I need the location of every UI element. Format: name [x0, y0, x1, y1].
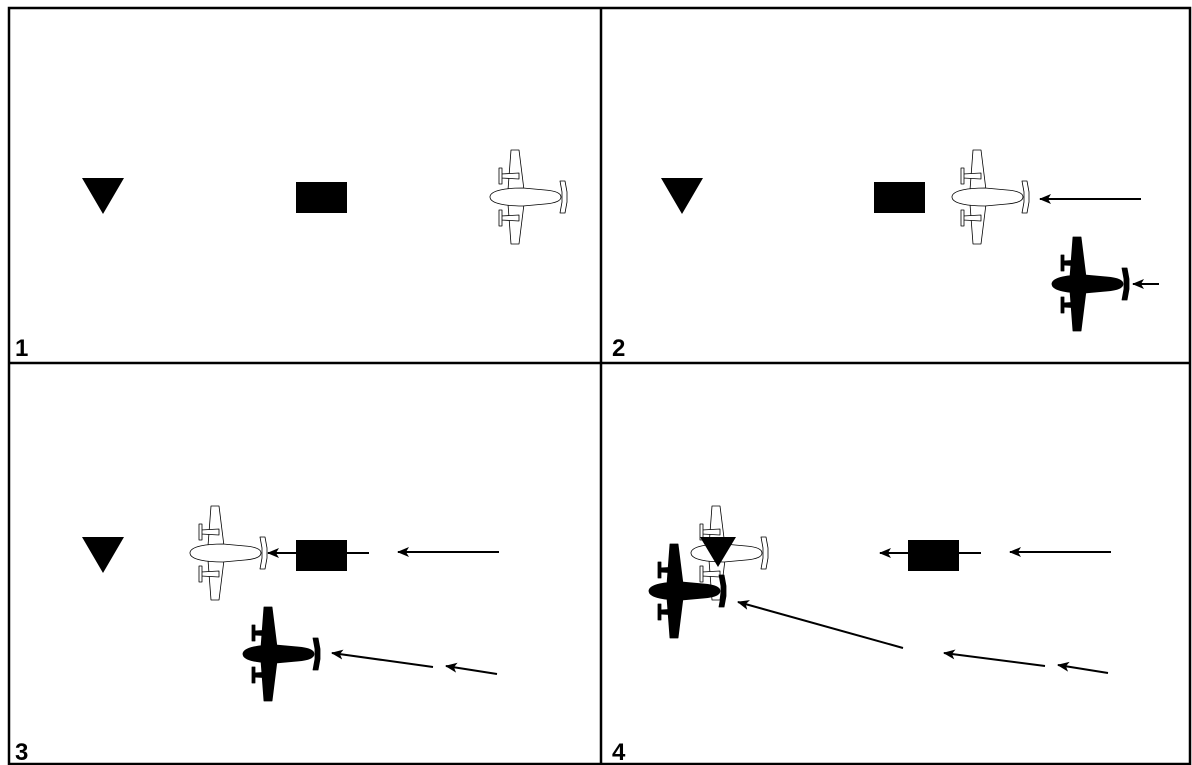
arrow-left-icon [445, 662, 498, 675]
arrow-left-icon [1057, 661, 1109, 674]
panel-2: 2 [612, 149, 1159, 362]
panel-1: 1 [15, 149, 568, 362]
panel-label: 3 [15, 739, 28, 765]
panel-label: 1 [15, 335, 28, 362]
rectangle-icon [874, 182, 925, 213]
aircraft-dark-icon [1051, 236, 1130, 332]
aircraft-light-icon [189, 505, 268, 601]
inverted-triangle-icon [661, 178, 703, 214]
aircraft-light-icon [489, 149, 568, 245]
rectangle-icon [296, 540, 347, 571]
panel-label: 4 [612, 739, 626, 765]
panel-4: 4 [612, 505, 1111, 765]
panel-3: 3 [15, 505, 499, 765]
aircraft-light-icon [951, 149, 1030, 245]
rectangle-icon [908, 540, 959, 571]
arrow-left-icon [737, 600, 904, 649]
panel-label: 2 [612, 335, 625, 362]
aircraft-dark-icon [242, 606, 321, 702]
diagram-frame [7, 6, 1192, 765]
arrow-left-icon [943, 649, 1046, 667]
inverted-triangle-icon [700, 537, 736, 567]
arrow-left-icon [331, 649, 434, 668]
inverted-triangle-icon [82, 537, 124, 573]
inverted-triangle-icon [82, 178, 124, 214]
rectangle-icon [296, 182, 347, 213]
